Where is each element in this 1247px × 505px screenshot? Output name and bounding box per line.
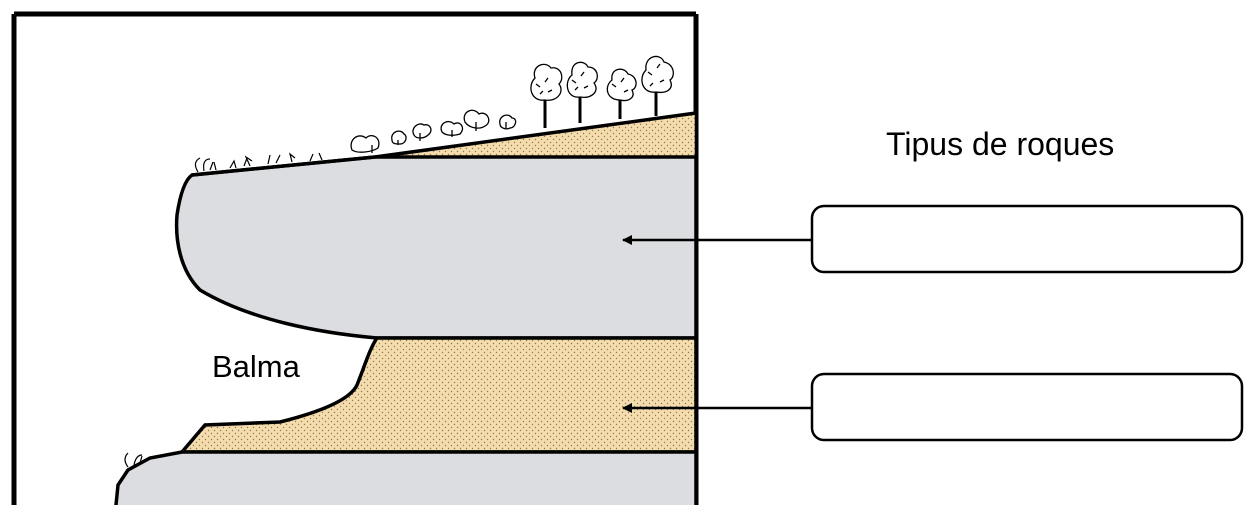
answer-box-upper[interactable] bbox=[810, 204, 1244, 274]
upper-limestone-layer bbox=[174, 155, 696, 340]
ground-surface-line bbox=[191, 111, 697, 177]
answer-box-lower[interactable] bbox=[810, 372, 1244, 442]
legend-title: Tipus de roques bbox=[886, 126, 1114, 162]
grass-icon bbox=[124, 152, 323, 468]
shrub-icon bbox=[350, 109, 517, 153]
cave-label: Balma bbox=[212, 349, 301, 384]
lower-limestone-layer bbox=[114, 450, 696, 505]
middle-sandstone-layer bbox=[178, 336, 696, 454]
tree-icon bbox=[530, 55, 675, 128]
